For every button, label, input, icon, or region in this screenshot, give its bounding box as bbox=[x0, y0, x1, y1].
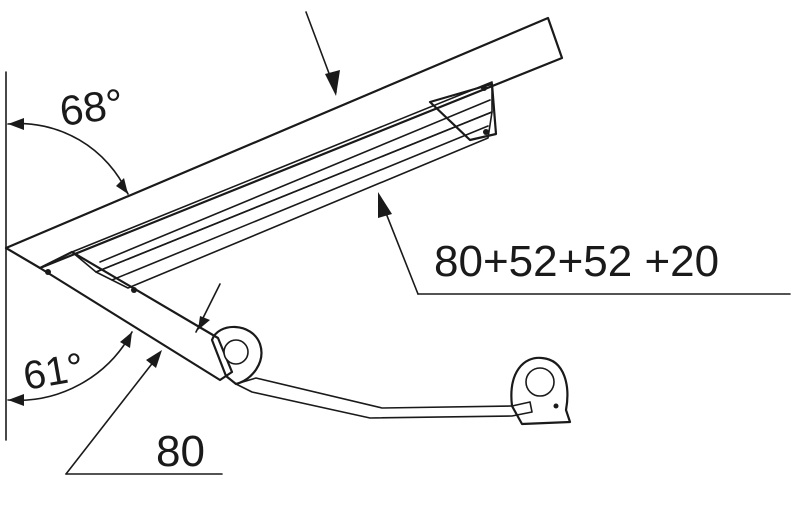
pointer-arrow-icon bbox=[325, 70, 340, 96]
hinge-left-pin-icon bbox=[223, 339, 249, 365]
angle-label-upper: 68° bbox=[57, 80, 126, 135]
angle-label-lower: 61° bbox=[20, 345, 87, 399]
bracket-strip bbox=[235, 377, 533, 419]
end-block bbox=[428, 82, 498, 142]
dimension-label-lower: 80 bbox=[156, 427, 205, 476]
leader-arrow-lower-icon bbox=[146, 350, 162, 368]
leader-arrow-upper-icon bbox=[378, 192, 392, 218]
insulation-layer-inner bbox=[95, 111, 493, 289]
hinge-right bbox=[510, 356, 572, 426]
angle-arc-upper bbox=[7, 122, 129, 195]
angle-arc-lower bbox=[7, 331, 133, 402]
hinge-right-pin-icon bbox=[525, 367, 555, 397]
upper-slab bbox=[4, 16, 564, 270]
dimension-label-upper: 80+52+52 +20 bbox=[434, 237, 719, 286]
